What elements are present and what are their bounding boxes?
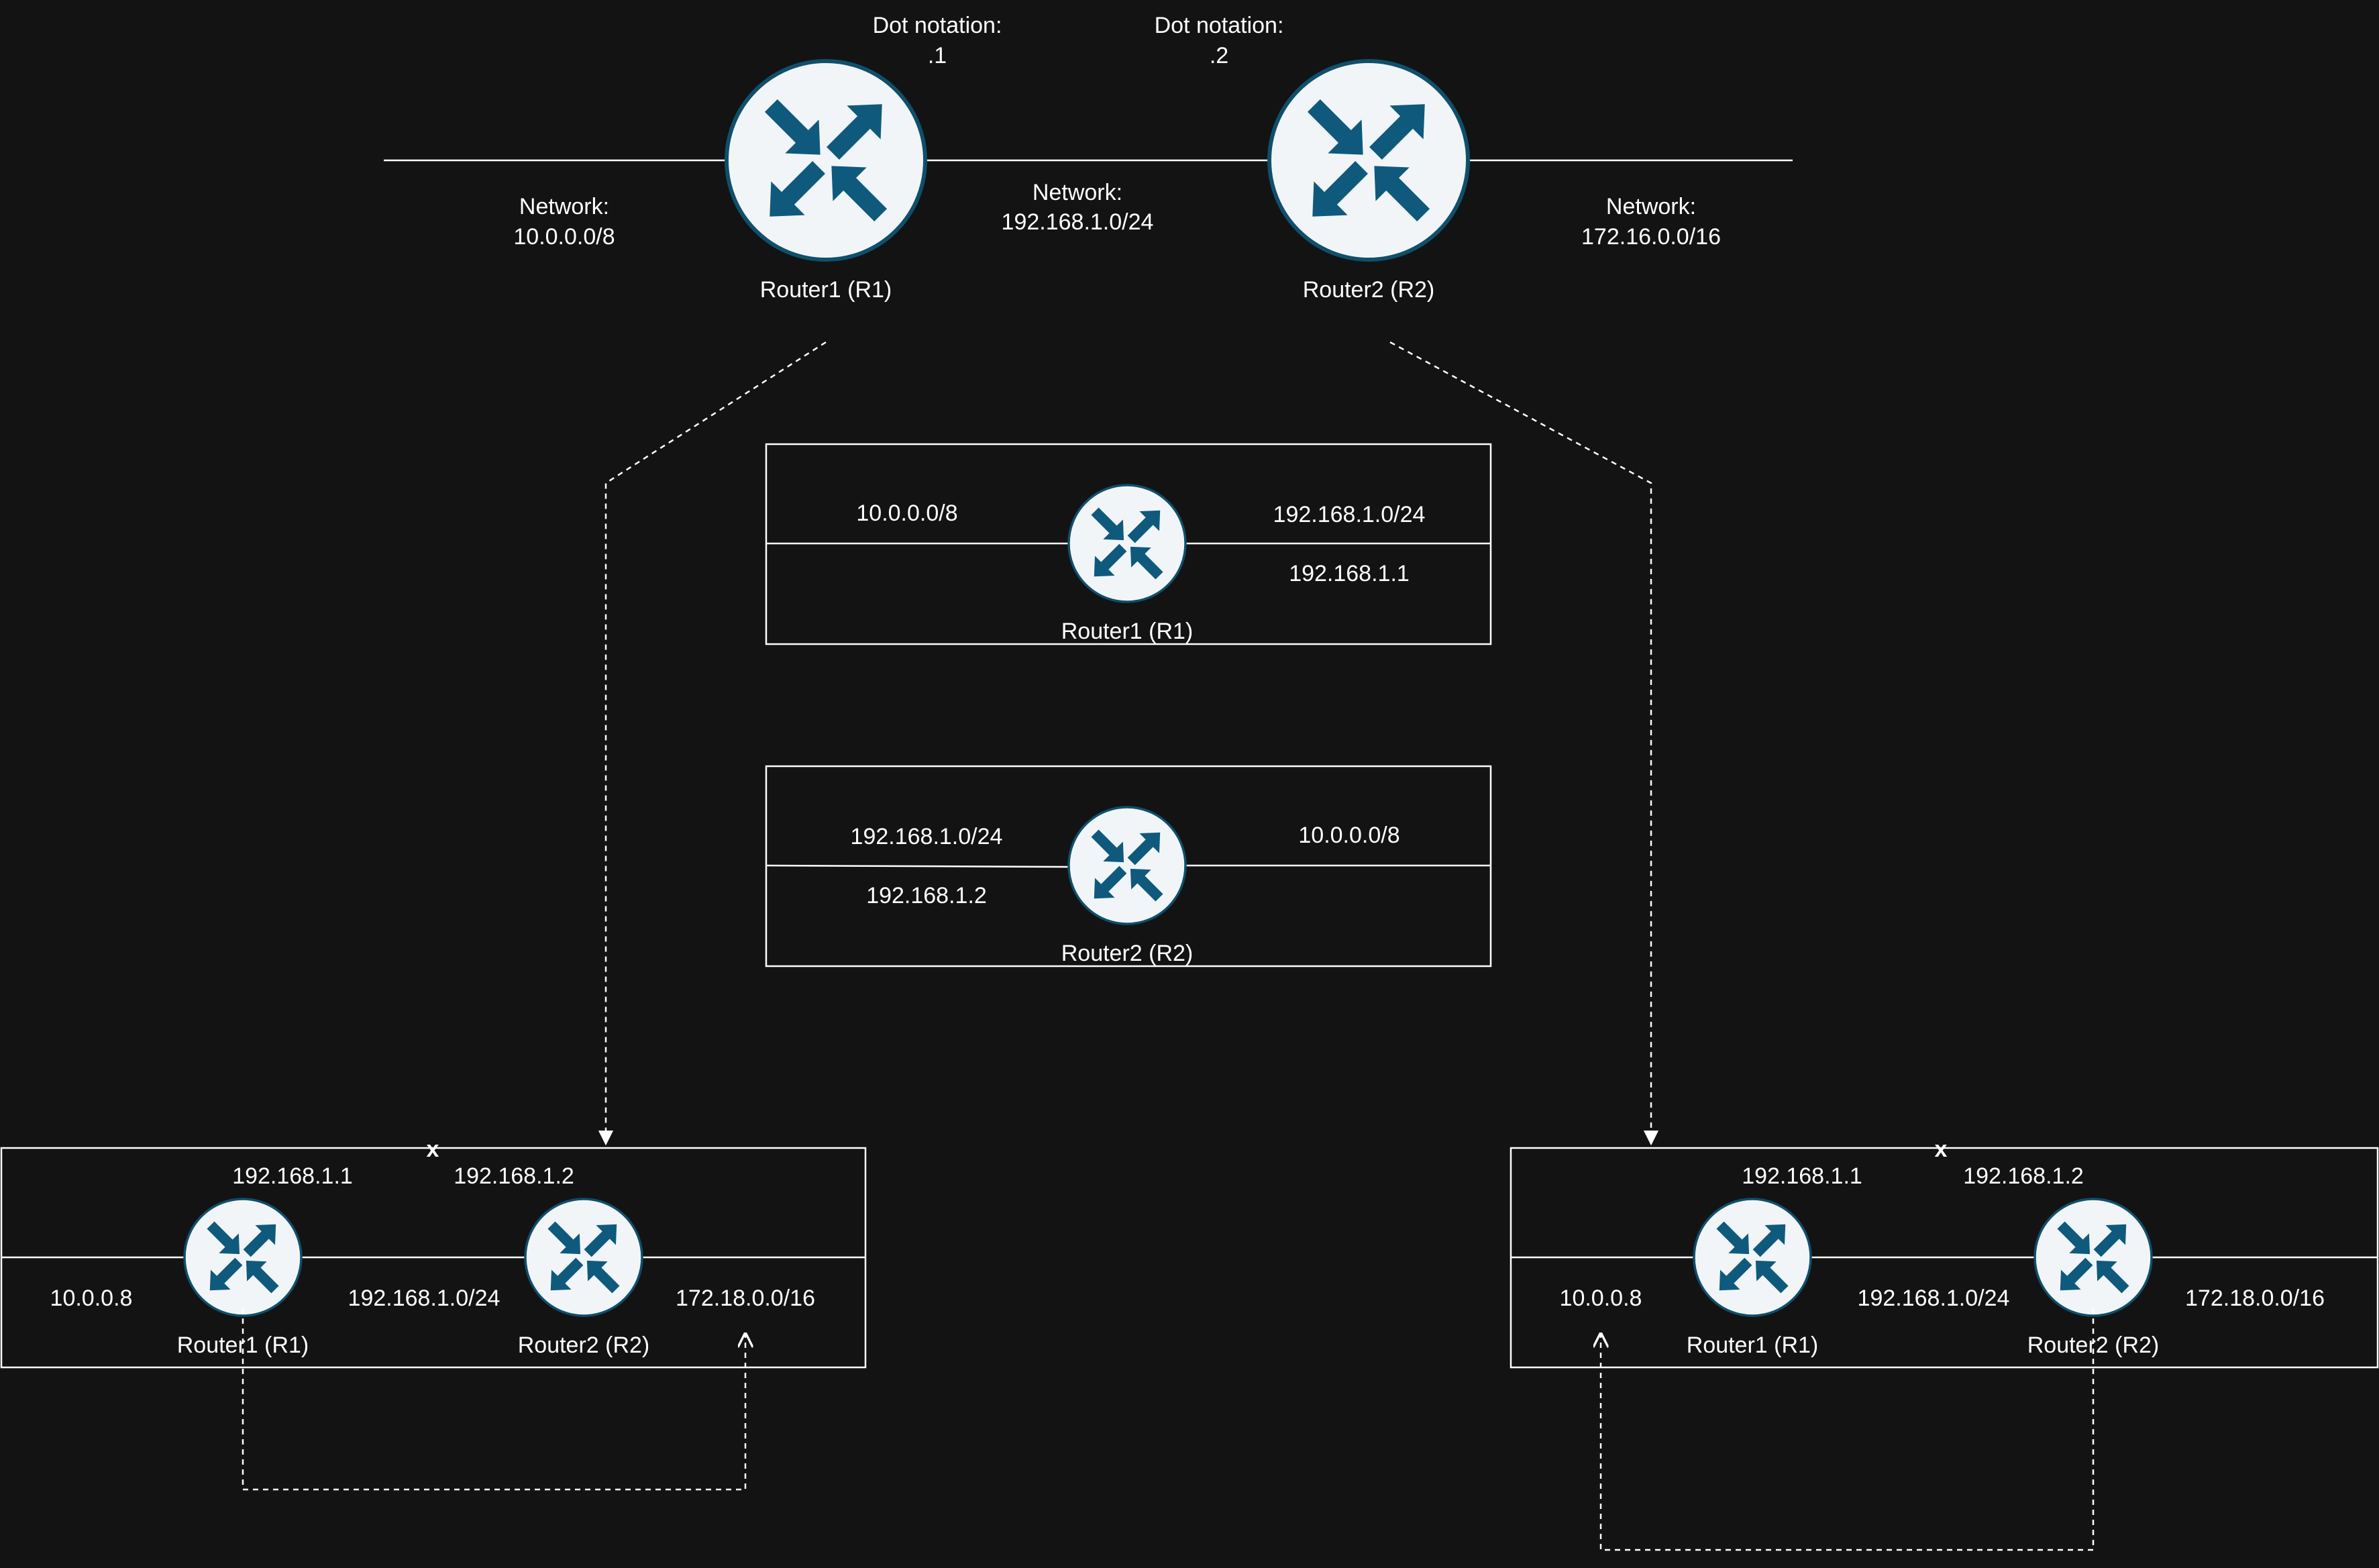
bl-router2-icon[interactable] [524,1198,643,1317]
table-r1-router-name: Router1 (R1) [1061,619,1194,644]
table-r1-right-network: 192.168.1.0/24 [1273,502,1426,527]
r2-dot-notation-value: .2 [1210,43,1228,68]
br-middle-network: 192.168.1.0/24 [1858,1286,2010,1311]
connector-r2-to-bottom-right [1389,341,1659,1146]
top-topology: Dot notation: .1 Dot notation: .2 Networ… [384,13,1793,303]
router1-icon[interactable] [727,61,925,260]
table-r2-left-link [765,864,1069,868]
routing-table-r2: 192.168.1.0/24 192.168.1.2 10.0.0.0/8 Ro… [765,765,1492,968]
br-left-network: 10.0.0.8 [1560,1286,1642,1311]
bl-router1-icon[interactable] [183,1198,303,1317]
table-r1-right-ip: 192.168.1.1 [1289,561,1410,586]
right-network-value: 172.16.0.0/16 [1581,224,1721,250]
bl-right-network: 172.18.0.0/16 [676,1286,815,1311]
br-router1-icon[interactable] [1693,1198,1812,1317]
router2-name: Router2 (R2) [1303,277,1435,303]
bl-router2-name: Router2 (R2) [518,1332,650,1358]
br-r2-ip: 192.168.1.2 [1963,1163,2084,1189]
r2-dot-notation-label: Dot notation: [1155,13,1284,38]
bl-r2-ip: 192.168.1.2 [454,1163,574,1189]
right-network-label: Network: [1606,194,1696,219]
br-router1-name: Router1 (R1) [1687,1332,1819,1358]
bl-route-arrow [242,1308,745,1491]
router2-icon[interactable] [1269,61,1468,260]
bl-break-mark: x [427,1137,439,1162]
bl-left-network: 10.0.0.8 [50,1286,133,1311]
br-right-network: 172.18.0.0/16 [2185,1286,2325,1311]
middle-network-label: Network: [1033,180,1122,205]
router1-name: Router1 (R1) [760,277,892,303]
br-route-arrow [1601,1308,2095,1551]
middle-network-value: 192.168.1.0/24 [1002,209,1154,235]
table-r2-right-network: 10.0.0.0/8 [1298,823,1399,848]
table-r2-left-ip: 192.168.1.2 [866,883,987,908]
br-router2-name: Router2 (R2) [2027,1332,2160,1358]
connector-r1-to-bottom-left [598,341,827,1146]
br-break-mark: x [1935,1137,1948,1162]
bl-r1-ip: 192.168.1.1 [232,1163,353,1189]
bl-middle-network: 192.168.1.0/24 [348,1286,500,1311]
left-network-value: 10.0.0.0/8 [513,224,615,250]
bottom-left-scenario: x 192.168.1.1 192.168.1.2 10.0.0.8 192.1… [0,1137,867,1491]
r1-dot-notation-value: .1 [928,43,947,68]
table-r2-left-network: 192.168.1.0/24 [851,824,1003,849]
table-r2-router-icon[interactable] [1067,806,1187,925]
left-network-label: Network: [519,194,609,219]
bottom-right-scenario: x 192.168.1.1 192.168.1.2 10.0.0.8 192.1… [1510,1137,2379,1551]
bl-router1-name: Router1 (R1) [177,1332,309,1358]
table-r2-router-name: Router2 (R2) [1061,941,1194,966]
br-r1-ip: 192.168.1.1 [1742,1163,1862,1189]
r1-dot-notation-label: Dot notation: [873,13,1002,38]
routing-table-r1: 10.0.0.0/8 192.168.1.0/24 192.168.1.1 Ro… [765,443,1492,645]
br-router2-icon[interactable] [2033,1198,2153,1317]
table-r1-left-network: 10.0.0.0/8 [856,501,957,526]
table-r1-router-icon[interactable] [1067,484,1187,603]
